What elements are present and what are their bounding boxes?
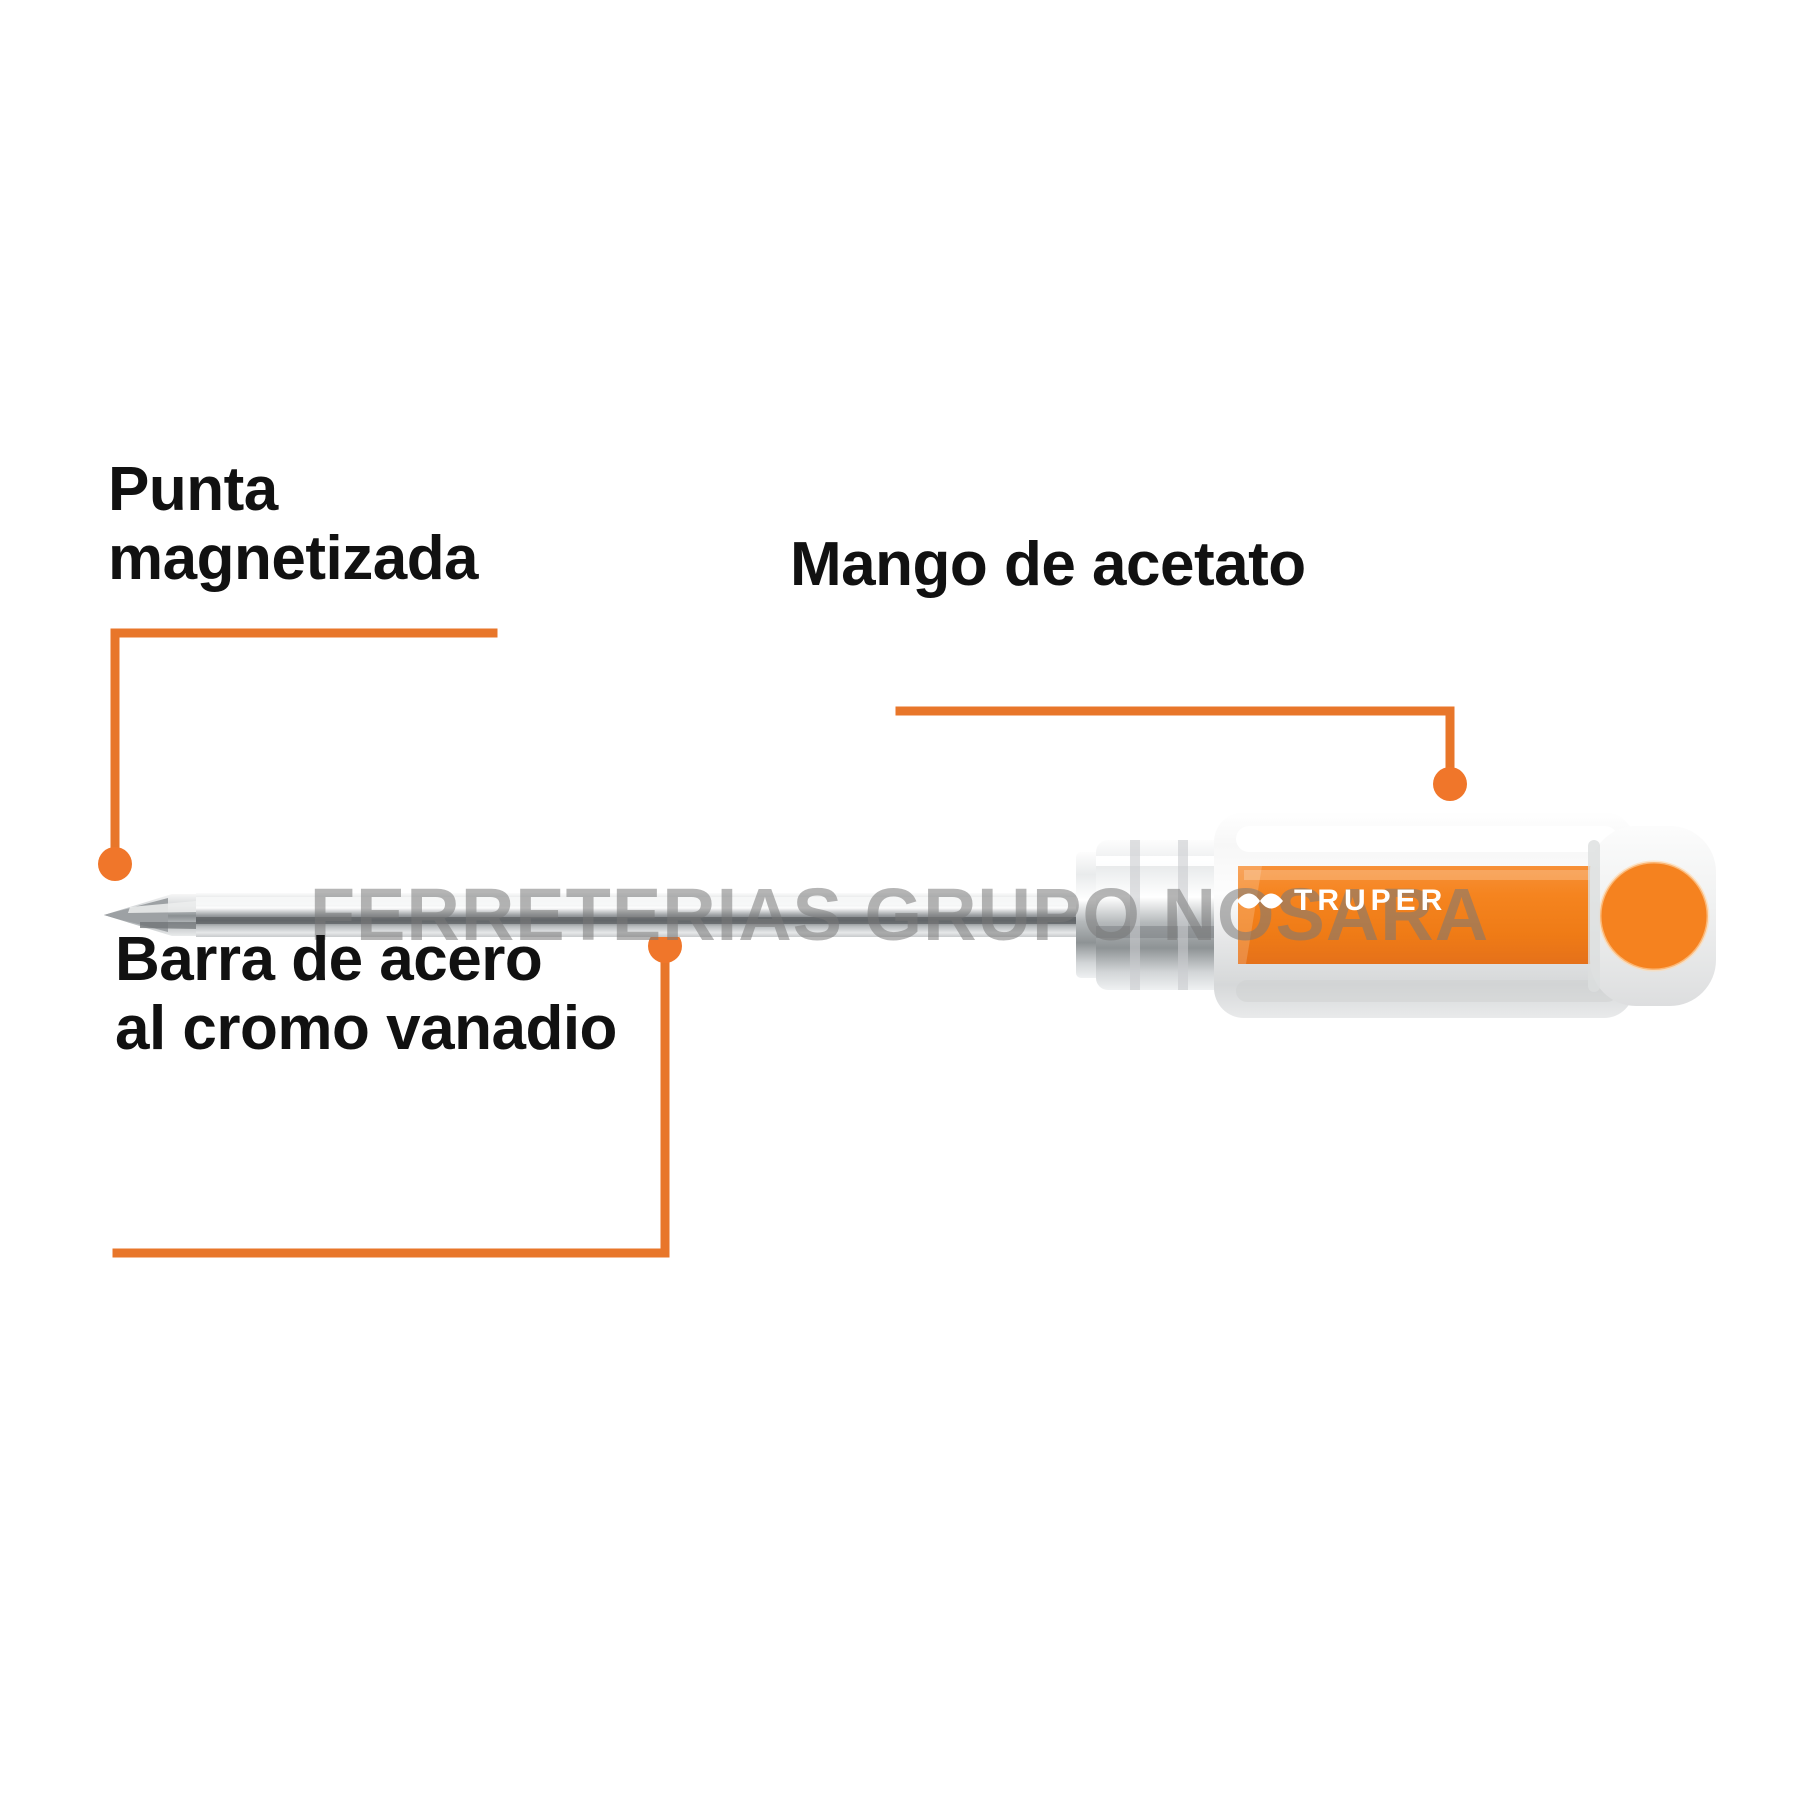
callout-label-bar: Barra de acero al cromo vanadio [115,925,617,1064]
leader-line-handle [895,706,1467,801]
leader-dot-icon [98,847,132,881]
leader-dot-icon [648,929,682,963]
leader-line-tip [98,628,498,881]
leader-line-bar [112,929,682,1258]
acetate-handle-icon [1214,812,1634,1018]
callout-label-tip: Punta magnetizada [108,455,479,594]
steel-shaft-icon [196,893,1096,937]
metal-ferrule-icon [1076,840,1226,990]
leader-dot-icon [1433,767,1467,801]
callout-label-handle: Mango de acetato [790,530,1306,599]
phillips-tip-icon [104,894,200,936]
hang-hole-icon [1588,826,1716,1006]
